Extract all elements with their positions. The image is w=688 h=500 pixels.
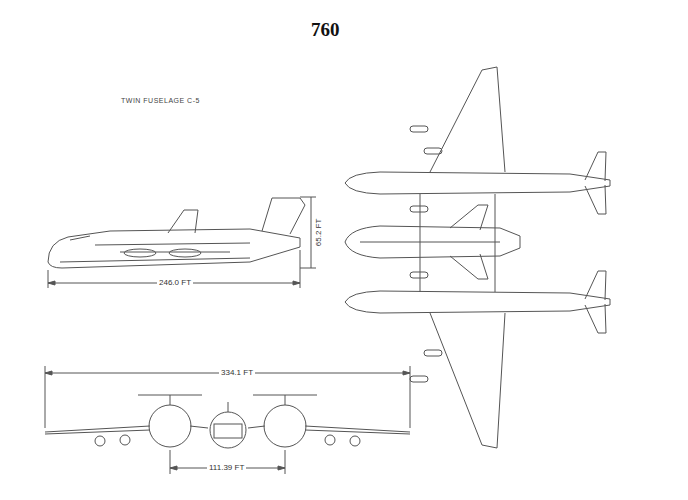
front-view — [45, 366, 410, 474]
page-number: 760 — [309, 20, 342, 41]
spacing-dimension: 111.39 FT — [207, 464, 246, 473]
top-view — [345, 67, 610, 448]
length-dimension: 246.0 FT — [157, 279, 193, 288]
span-dimension: 334.1 FT — [219, 369, 255, 378]
height-dimension: 65.2 FT — [315, 217, 324, 249]
side-view — [48, 197, 316, 288]
drawing-title: TWIN FUSELAGE C-5 — [119, 97, 202, 105]
